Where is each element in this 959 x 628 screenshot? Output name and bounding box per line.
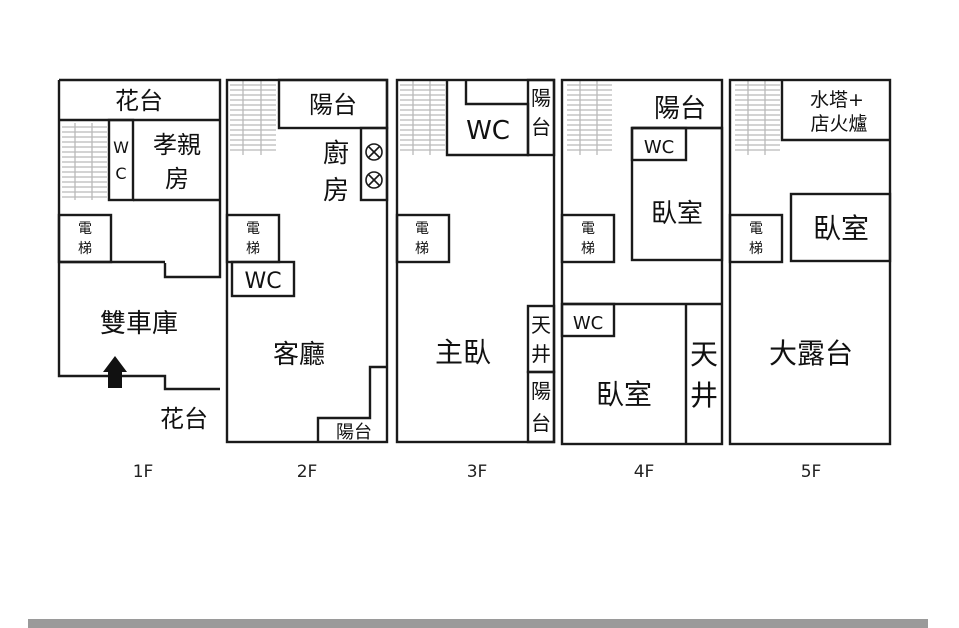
skywell-label-3f-1: 天 [531,313,551,337]
water-tower-label-2: 店火爐 [810,113,867,135]
water-tower-label-1: 水塔+ [810,89,864,111]
floor-plan-5f: 水塔+ 店火爐 電 梯 臥室 大露台 5F [728,78,892,482]
staircase-1f [62,123,107,200]
balcony-label-4f: 陽台 [654,94,706,124]
elevator-label-1f-2: 梯 [78,241,92,257]
elevator-label-4f-1: 電 [581,221,595,237]
bottom-scroll-bar[interactable] [28,619,928,628]
balcony-bottom-label-2f: 陽台 [336,422,372,443]
balcony-top-label-3f-2: 台 [531,115,551,139]
parents-room-label-1: 孝親 [153,131,201,159]
floor-label-3f: 3F [467,462,488,482]
parents-room-label-2: 房 [165,165,189,193]
flower-bed-bottom-label: 花台 [160,405,208,433]
elevator-label-5f-2: 梯 [749,241,763,257]
floor-plan-2f: 陽台 廚 房 電 梯 WC 客廳 陽台 2F [225,78,389,482]
bedroom-bottom-label-4f: 臥室 [596,378,652,411]
balcony-bottom-label-3f-2: 台 [531,411,551,435]
kitchen-label-2: 房 [323,176,349,206]
skywell-label-3f-2: 井 [531,342,551,366]
staircase-2f [230,80,276,155]
floor-label-2f: 2F [297,462,318,482]
wc-top-label-4f: WC [644,137,674,158]
floor-label-1f: 1F [133,462,154,482]
wc-label-1f-bottom: C [115,164,126,183]
floor-label-4f: 4F [634,462,655,482]
wc-label-1f-top: W [113,138,129,157]
floor-plan-3f: WC 陽 台 電 梯 主臥 天 井 陽 台 3F [395,78,556,482]
skywell-label-4f-2: 井 [690,379,718,412]
staircase-4f [567,80,612,155]
floor-label-5f: 5F [801,462,822,482]
balcony-top-label-3f-1: 陽 [531,86,551,110]
entrance-arrow-icon [103,356,127,388]
floor-plan-4f: 陽台 WC 臥室 電 梯 WC 臥室 天 井 4F [560,78,724,482]
staircase-5f [735,80,780,155]
staircase-3f [400,80,445,155]
balcony-bottom-label-3f-1: 陽 [531,379,551,403]
elevator-label-5f-1: 電 [749,221,763,237]
wc-label-2f: WC [244,269,281,294]
bedroom-label-5f: 臥室 [813,212,869,245]
elevator-label-1f-1: 電 [78,221,92,237]
kitchen-label-1: 廚 [323,139,349,169]
double-garage-label: 雙車庫 [100,309,178,339]
elevator-label-3f-1: 電 [415,221,429,237]
living-room-label: 客廳 [273,340,325,370]
bedroom-top-label-4f: 臥室 [651,199,703,229]
master-bedroom-label: 主臥 [435,336,491,369]
flower-bed-top-label: 花台 [115,87,163,115]
elevator-label-2f-1: 電 [246,221,260,237]
elevator-label-2f-2: 梯 [246,241,260,257]
floor-plan-1f: 花台 W C 孝親 房 電 梯 雙車庫 花台 1F [57,78,222,482]
wc-bottom-label-4f: WC [573,313,603,334]
elevator-label-3f-2: 梯 [415,241,429,257]
balcony-top-label-2f: 陽台 [309,91,357,119]
skywell-label-4f-1: 天 [690,338,718,371]
elevator-label-4f-2: 梯 [581,241,595,257]
terrace-label: 大露台 [769,337,853,370]
wc-label-3f: WC [466,116,510,146]
